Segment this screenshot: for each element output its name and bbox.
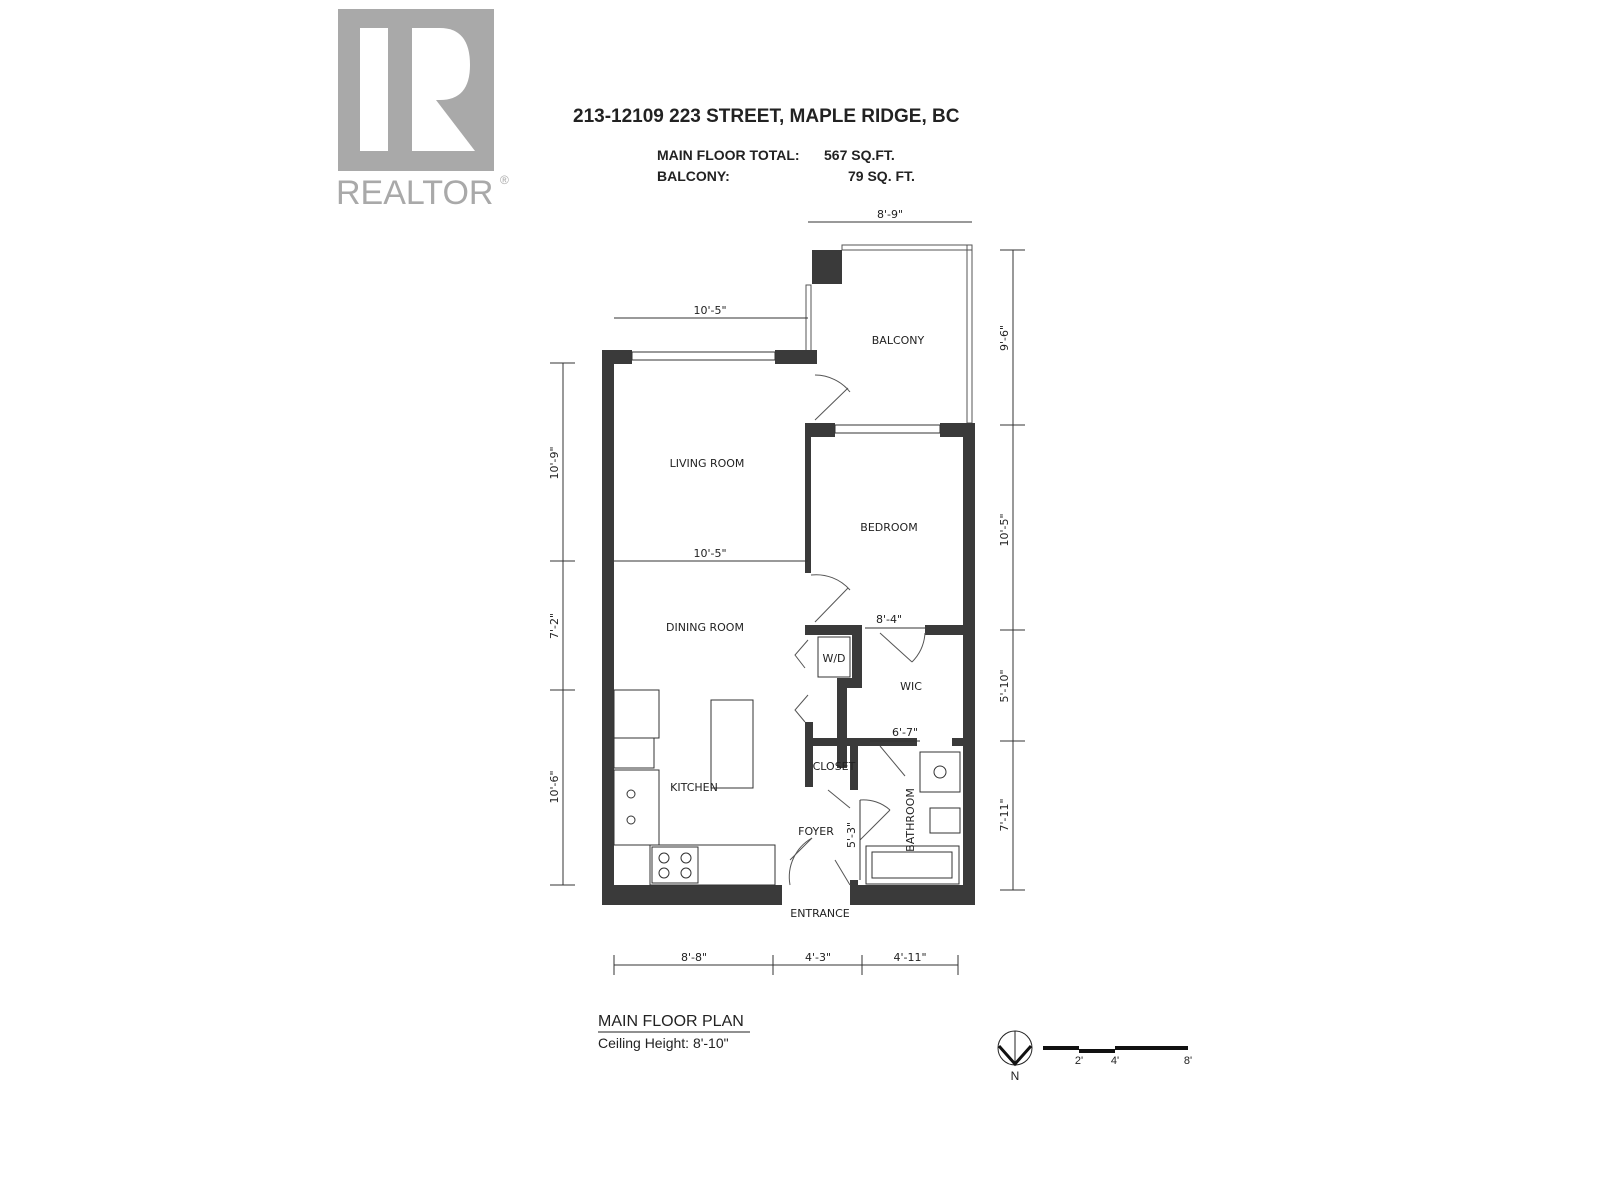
dimension-lines [550,221,1025,975]
dim-bath-depth: 7'-11" [998,798,1011,831]
dim-bedroom-width: 8'-4" [876,613,902,626]
bedroom-window [834,424,941,434]
balcony-label: BALCONY: [657,168,730,184]
scale-tick-8: 8' [1184,1055,1192,1067]
dim-bottom-right: 4'-11" [893,951,926,964]
ceiling-height: Ceiling Height: 8'-10" [598,1035,729,1051]
logo-registered-mark: ® [500,173,509,187]
north-arrow-icon [997,1030,1033,1067]
room-label-balcony: BALCONY [872,334,925,347]
dim-kitchen-depth: 10'-6" [548,770,561,803]
room-label-dining: DINING ROOM [666,621,744,634]
dim-wic-depth: 5'-10" [998,669,1011,702]
room-label-entrance: ENTRANCE [790,907,850,920]
logo-text: REALTOR [336,174,493,212]
realtor-logo: REALTOR ® [336,9,509,212]
dim-living-top: 10'-5" [693,304,726,317]
balcony-value: 79 SQ. FT. [848,168,915,184]
living-window [631,351,776,361]
north-label: N [1011,1069,1020,1083]
room-label-bedroom: BEDROOM [860,521,917,534]
scale-tick-2: 2' [1075,1055,1083,1067]
walls [602,350,975,905]
room-label-foyer: FOYER [798,825,834,838]
dim-foyer-depth: 5'-3" [845,822,858,848]
room-label-wd: W/D [822,652,845,665]
main-floor-value: 567 SQ.FT. [824,147,895,163]
room-label-closet: CLOSET [813,760,856,773]
dim-wic-width: 6'-7" [892,726,918,739]
doors [788,374,926,886]
dim-dining-depth: 7'-2" [548,613,561,639]
dim-bottom-mid: 4'-3" [805,951,831,964]
fixtures [613,636,961,886]
address-title: 213-12109 223 STREET, MAPLE RIDGE, BC [573,106,960,127]
dim-bedroom-depth: 10'-5" [998,513,1011,546]
dim-living-width: 10'-5" [693,547,726,560]
dim-balcony-width: 8'-9" [877,208,903,221]
scale-bar [1043,1046,1188,1053]
main-floor-label: MAIN FLOOR TOTAL: [657,147,800,163]
scale-tick-4: 4' [1111,1055,1119,1067]
room-label-kitchen: KITCHEN [670,781,718,794]
room-label-wic: WIC [900,680,922,693]
plan-title: MAIN FLOOR PLAN [598,1013,744,1030]
room-label-living: LIVING ROOM [670,457,745,470]
room-label-bathroom: BATHROOM [904,788,917,852]
dim-living-depth: 10'-9" [548,446,561,479]
dim-balcony-depth: 9'-6" [998,325,1011,351]
dim-bottom-left: 8'-8" [681,951,707,964]
